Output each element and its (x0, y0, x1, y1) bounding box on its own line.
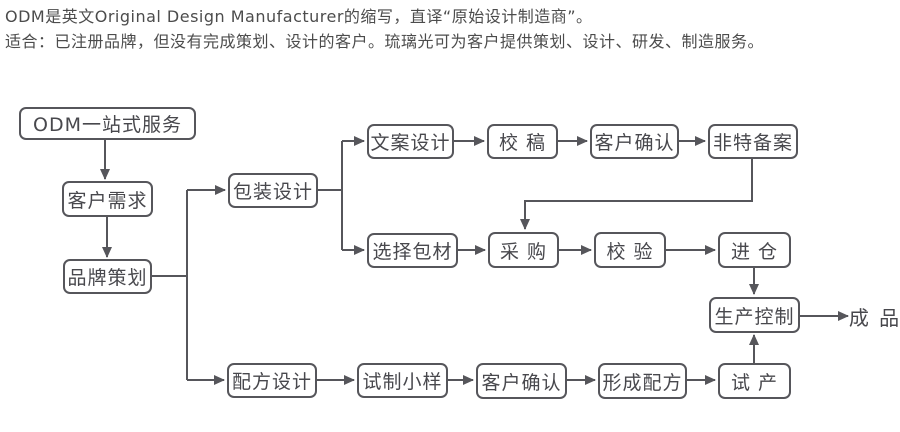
connector-non-special-filing-to-purchasing (520, 158, 753, 230)
node-non-special-filing: 非特备案 (708, 124, 798, 159)
header-line-2: 适合：已注册品牌，但没有完成策划、设计的客户。琉璃光可为客户提供策划、设计、研发… (5, 32, 765, 51)
node-warehouse-in: 进 仓 (718, 232, 791, 268)
header: ODM是英文Original Design Manufacturer的缩写，直译… (5, 4, 764, 54)
node-proofreading: 校 稿 (487, 124, 558, 159)
node-verification: 校 验 (594, 232, 666, 268)
node-copywriting-design: 文案设计 (367, 124, 454, 159)
node-client-confirm-formula: 客户确认 (476, 363, 567, 399)
node-odm-service: ODM一站式服务 (19, 107, 196, 140)
node-formula-formation: 形成配方 (598, 363, 687, 399)
node-select-packaging-material: 选择包材 (367, 233, 458, 268)
node-finished-product: 成 品 (848, 305, 900, 330)
node-formula-design: 配方设计 (227, 363, 317, 398)
connector-brand-planning-split (151, 190, 188, 380)
node-brand-planning: 品牌策划 (63, 259, 152, 294)
node-customer-needs: 客户需求 (62, 181, 153, 217)
node-trial-sample: 试制小样 (357, 363, 448, 398)
node-purchasing: 采 购 (488, 232, 559, 268)
header-line-1: ODM是英文Original Design Manufacturer的缩写，直译… (5, 7, 593, 26)
node-packaging-design: 包装设计 (228, 173, 318, 208)
node-trial-production: 试 产 (718, 363, 791, 399)
node-production-control: 生产控制 (709, 297, 800, 333)
connector-packaging-design-split (317, 141, 343, 250)
node-client-confirm-packaging: 客户确认 (590, 124, 679, 159)
